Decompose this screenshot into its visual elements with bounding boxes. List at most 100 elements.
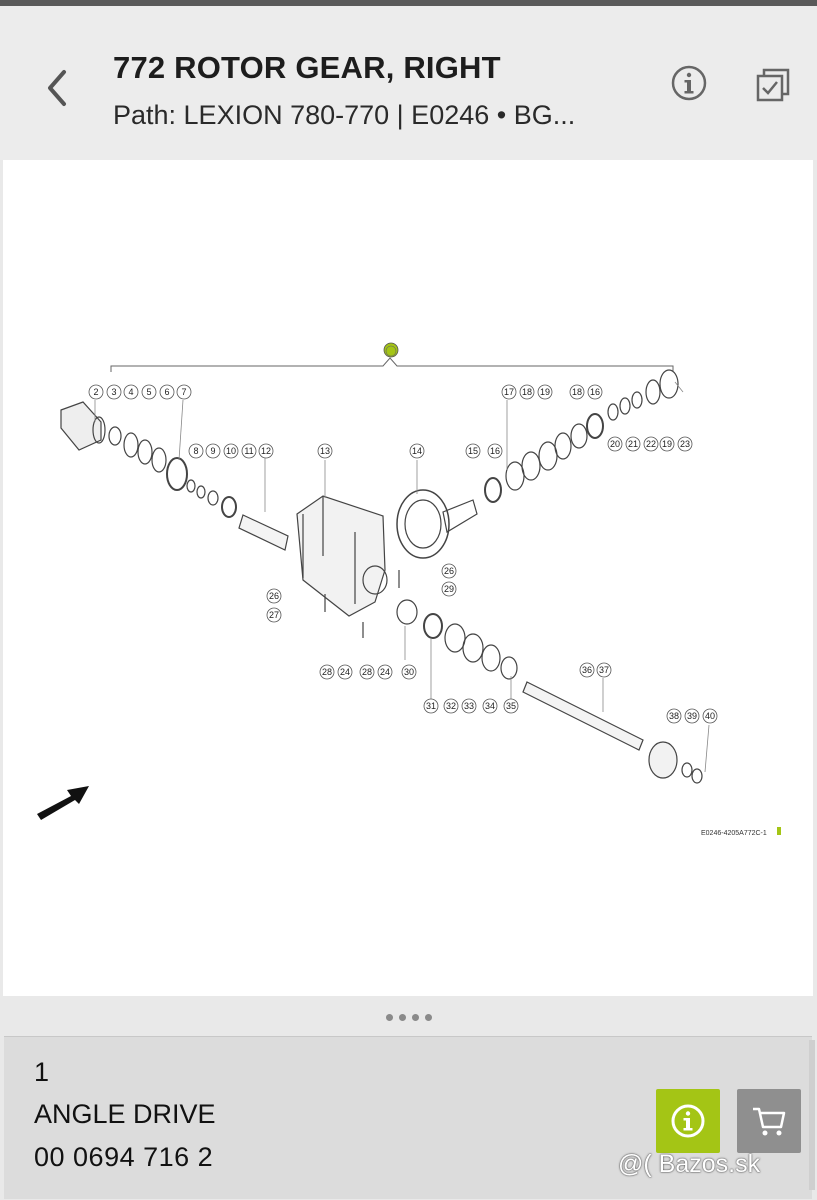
callout-circle[interactable] [702,708,718,724]
page-dot[interactable] [411,1014,419,1021]
callout-label: 16 [490,446,500,456]
callout-circle[interactable] [519,384,535,400]
callout-circle[interactable] [377,664,393,680]
callout-label: 3 [111,387,116,397]
back-button[interactable] [40,64,76,112]
callout-circle[interactable] [88,384,104,400]
callout-circle[interactable] [188,443,204,459]
callout-label: 18 [522,387,532,397]
callout-circle[interactable] [482,698,498,714]
callout-circle[interactable] [587,384,603,400]
callout-circle[interactable] [659,436,675,452]
callout-circle[interactable] [176,384,192,400]
callout-circle[interactable] [443,698,459,714]
callout-label: 4 [128,387,133,397]
callout-circle[interactable] [317,443,333,459]
callout-circle[interactable] [684,708,700,724]
callout-label: 8 [193,446,198,456]
info-circle-icon [671,65,707,101]
callout-circle[interactable] [266,607,282,623]
parts-drawing: 1234567891011121314151617181918162021221… [37,342,781,837]
callout-circle[interactable] [409,443,425,459]
diagram-reference-code: E0246-4205A772C-1 [701,830,767,837]
callout-circle[interactable] [537,384,553,400]
callout-circle[interactable] [141,384,157,400]
callout-circle[interactable] [266,588,282,604]
callout-label: 26 [444,566,454,576]
callout-circle[interactable] [401,664,417,680]
callout-label: 9 [210,446,215,456]
callout-label: 23 [680,439,690,449]
callout-circle[interactable] [461,698,477,714]
callout-circle[interactable] [677,436,693,452]
callout-label: 2 [93,387,98,397]
callout-label: 7 [181,387,186,397]
callout-label: 29 [444,584,454,594]
callout-circle[interactable] [319,664,335,680]
callout-circle[interactable] [501,384,517,400]
callout-label: 18 [572,387,582,397]
callout-label: 24 [380,667,390,677]
callout-circle[interactable] [205,443,221,459]
callout-circle[interactable] [596,662,612,678]
callout-label: 28 [362,667,372,677]
callout-label: 27 [269,610,279,620]
chevron-left-icon [48,70,66,106]
page-dot[interactable] [385,1014,393,1021]
callout-circle[interactable] [241,443,257,459]
callout-label: 16 [590,387,600,397]
callout-circle[interactable] [666,708,682,724]
callout-label: 20 [610,439,620,449]
callout-label: 19 [662,439,672,449]
callout-label: 39 [687,711,697,721]
callout-circle[interactable] [579,662,595,678]
callout-label: 6 [164,387,169,397]
status-bar-strip [0,0,817,6]
checklist-icon [756,68,790,102]
callout-label: 34 [485,701,495,711]
callout-circle[interactable] [503,698,519,714]
checklist-button[interactable] [754,66,794,106]
callout-circle[interactable] [465,443,481,459]
part-info-button[interactable] [656,1089,720,1153]
callout-label: 30 [404,667,414,677]
exploded-parts-diagram[interactable]: 1234567891011121314151617181918162021221… [3,160,813,996]
callout-circle[interactable] [359,664,375,680]
callout-circle[interactable] [607,436,623,452]
callout-circle[interactable] [258,443,274,459]
callout-circle[interactable] [106,384,122,400]
callout-label: 13 [320,446,330,456]
callout-label: 31 [426,701,436,711]
page-indicator [0,1008,817,1026]
part-detail-card: 1 ANGLE DRIVE 00 0694 716 2 [4,1036,812,1199]
callout-circle[interactable] [223,443,239,459]
callout-circle[interactable] [487,443,503,459]
watermark: @( Bazos.sk [618,1150,761,1178]
callout-circle[interactable] [123,384,139,400]
scrollbar[interactable] [809,1040,815,1190]
page-dot[interactable] [424,1014,432,1021]
callout-label: 10 [226,446,236,456]
callout-circle[interactable] [569,384,585,400]
callout-label: 11 [244,446,253,456]
selected-marker-icon [385,345,397,357]
callout-circle[interactable] [625,436,641,452]
callout-circle[interactable] [441,563,457,579]
callout-label: 15 [468,446,478,456]
page-dot[interactable] [398,1014,406,1021]
callout-circle[interactable] [159,384,175,400]
part-position: 1 [34,1057,50,1087]
callout-label: 19 [540,387,550,397]
info-button[interactable] [670,64,708,102]
page-title: 772 ROTOR GEAR, RIGHT [113,50,501,85]
callout-circle[interactable] [643,436,659,452]
add-to-cart-button[interactable] [737,1089,801,1153]
callout-circle[interactable] [337,664,353,680]
callout-circle[interactable] [441,581,457,597]
callout-label: 26 [269,591,279,601]
breadcrumb-path: Path: LEXION 780-770 | E0246 • BG... [113,100,576,130]
callout-label: 21 [628,439,638,449]
info-circle-icon [671,1104,705,1138]
callout-circle[interactable] [423,698,439,714]
callout-label: 5 [146,387,151,397]
